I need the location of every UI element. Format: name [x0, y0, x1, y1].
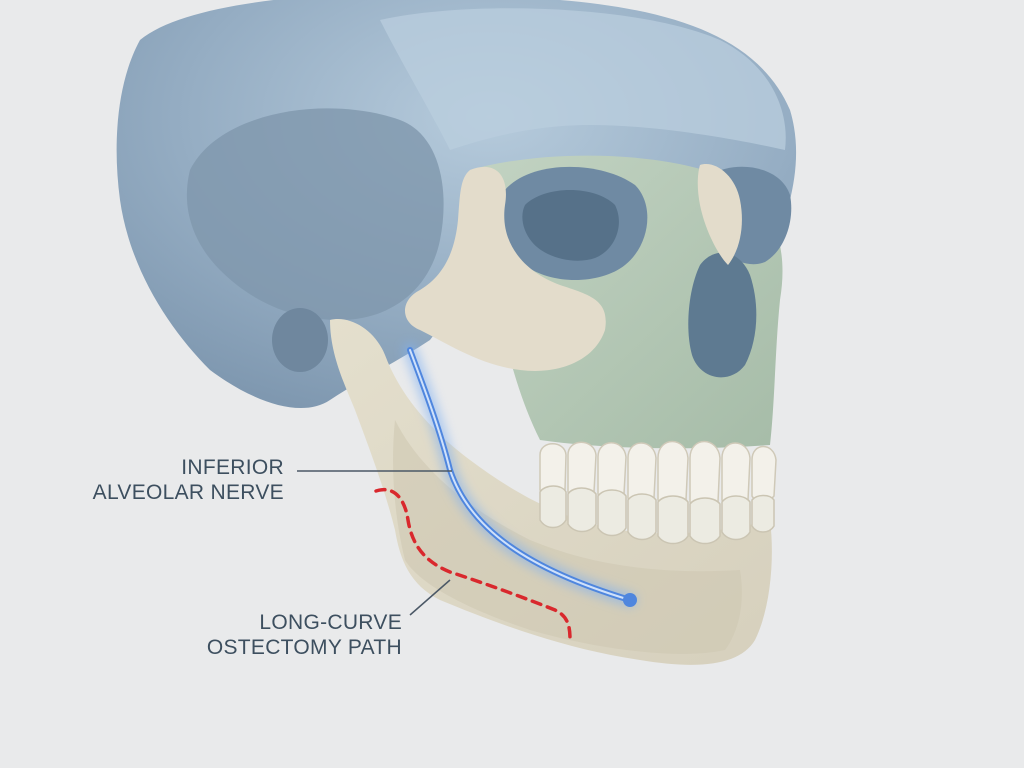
- inferior-alveolar-nerve-core: [409, 349, 631, 601]
- nasal-aperture: [688, 252, 757, 378]
- left-orbit-depth: [522, 190, 619, 261]
- nerve-endpoint: [623, 593, 637, 607]
- nerve-label-line1: INFERIOR: [181, 456, 284, 479]
- frontal-bone: [380, 8, 786, 151]
- ostectomy-leader-line: [409, 579, 451, 616]
- ostectomy-label-line1: LONG-CURVE: [259, 611, 402, 634]
- nerve-label: INFERIOR ALVEOLAR NERVE: [93, 455, 284, 505]
- temporal-bone: [186, 108, 444, 320]
- zygomatic-bone: [405, 166, 606, 371]
- ostectomy-label: LONG-CURVE OSTECTOMY PATH: [207, 610, 402, 660]
- lower-teeth: [539, 485, 775, 545]
- nerve-label-line2: ALVEOLAR NERVE: [92, 481, 284, 504]
- nasal-bone: [697, 164, 742, 265]
- ear-canal: [272, 308, 328, 372]
- ostectomy-path: [374, 487, 572, 644]
- mandible-shadow: [393, 420, 742, 654]
- ostectomy-label-line2: OSTECTOMY PATH: [206, 636, 402, 659]
